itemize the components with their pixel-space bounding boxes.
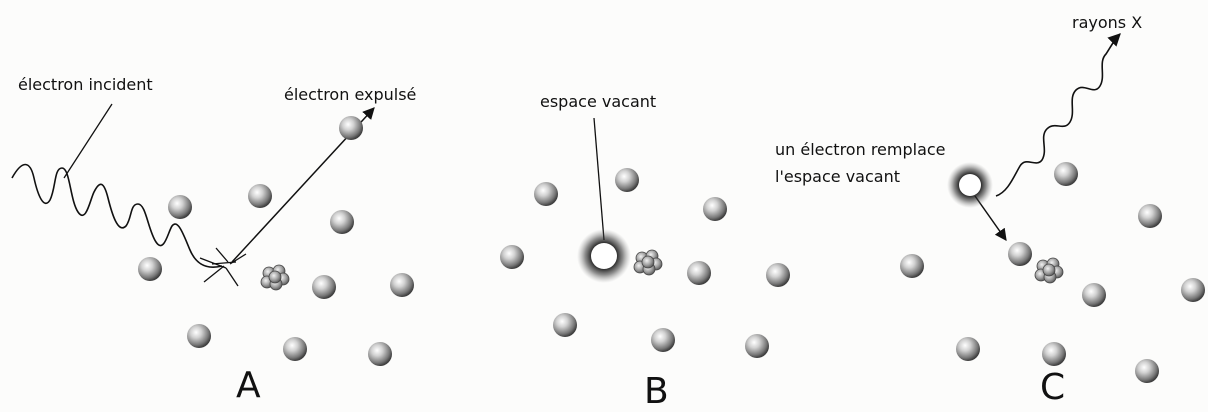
vacancy-leader [593,117,605,241]
panel-letter-b: B [644,371,669,412]
electron [187,324,211,348]
label-incident-electron: électron incident [18,75,153,94]
electron [283,337,307,361]
electron [1138,204,1162,228]
electron [168,195,192,219]
electron [339,116,363,140]
electron [1054,162,1078,186]
label-xray: rayons X [1072,13,1143,32]
label-replace-line2: l'espace vacant [775,167,900,186]
panel-a [11,103,414,366]
vacancy-hole [577,229,631,283]
electron [534,182,558,206]
nucleus [633,249,663,276]
electron [1181,278,1205,302]
electron [368,342,392,366]
label-vacancy: espace vacant [540,92,657,111]
electron [651,328,675,352]
panel-letter-c: C [1040,367,1066,408]
electron [687,261,711,285]
incident-leader [63,103,113,179]
panel-b [500,117,790,358]
electron [138,257,162,281]
electron [248,184,272,208]
nucleus [260,264,290,291]
electron [390,273,414,297]
electron [615,168,639,192]
electron [956,337,980,361]
electron [500,245,524,269]
label-replace-line1: un électron remplace [775,140,946,159]
electron [330,210,354,234]
electron [1135,359,1159,383]
electron [1042,342,1066,366]
electron [1082,283,1106,307]
electron [553,313,577,337]
electron [1008,242,1032,266]
electron [703,197,727,221]
vacancy-hole [947,162,993,208]
xray-wave [995,33,1121,197]
label-expelled-electron: électron expulsé [284,85,417,104]
nucleus [1034,257,1064,284]
electron [745,334,769,358]
panel-c [900,33,1205,383]
electron [900,254,924,278]
electron [766,263,790,287]
incident-wave [11,163,223,268]
electron [312,275,336,299]
panel-letter-a: A [236,365,261,406]
